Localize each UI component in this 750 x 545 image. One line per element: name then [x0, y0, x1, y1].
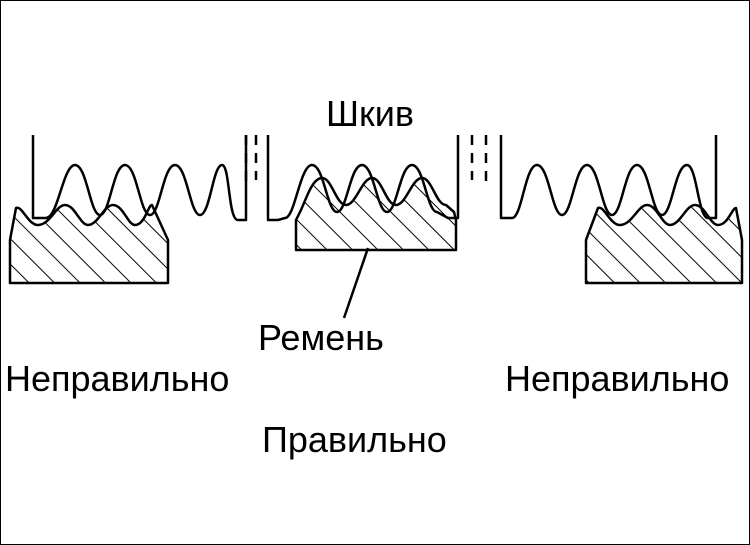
incorrect-label-left: Неправильно	[5, 358, 230, 399]
left-belt	[8, 203, 170, 285]
center-correct-assembly	[254, 135, 474, 319]
pulley-label: Шкив	[326, 93, 414, 134]
left-incorrect-assembly	[8, 135, 248, 285]
right-incorrect-assembly	[484, 135, 744, 285]
right-pulley-outline	[499, 135, 718, 220]
center-belt	[294, 176, 458, 252]
center-pulley-outline	[266, 135, 460, 222]
right-belt	[584, 203, 744, 285]
belt-label: Ремень	[258, 317, 384, 358]
correct-label: Правильно	[262, 419, 447, 460]
incorrect-label-right: Неправильно	[505, 358, 730, 399]
belt-leader-line	[342, 247, 370, 319]
